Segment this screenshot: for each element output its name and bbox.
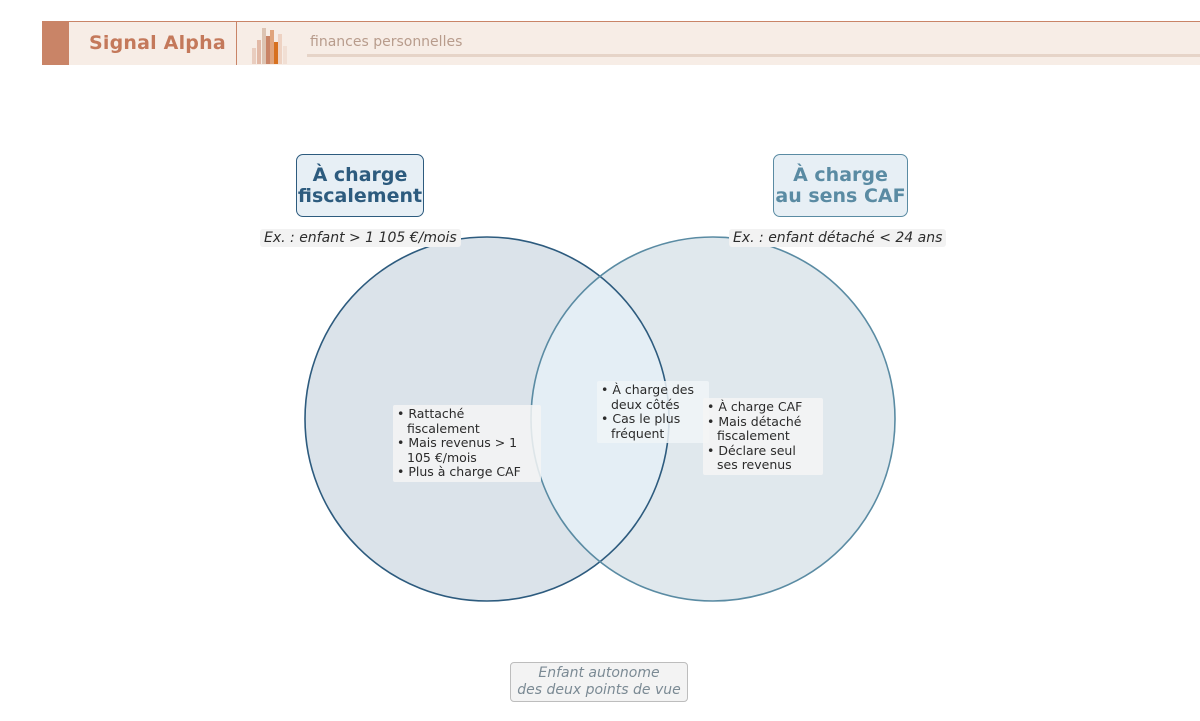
brand-name[interactable]: Signal Alpha [89,32,226,54]
outside-line1: Enfant autonome [538,665,660,681]
outside-line2: des deux points de vue [517,682,681,698]
app-header: Signal Alpha finances personnelles [42,21,1200,65]
set-b-example: Ex. : enfant détaché < 24 ans [729,229,947,247]
intersection-region [531,237,669,601]
set-b-only-list: À charge CAF Mais détaché fiscalement Dé… [703,398,823,475]
set-a-title: À charge fiscalement [296,154,424,217]
intersection-list: À charge des deux côtés Cas le plus fréq… [597,381,709,443]
list-item: Mais revenus > 1 105 €/mois [397,435,537,465]
list-item: Mais détaché fiscalement [707,414,819,444]
set-b-title: À charge au sens CAF [773,154,908,217]
list-item: À charge des deux côtés [601,382,705,412]
list-item: À charge CAF [707,399,819,415]
set-a-title-line2: fiscalement [297,185,423,207]
set-a-example: Ex. : enfant > 1 105 €/mois [260,229,461,247]
set-b-title-line1: À charge [793,164,888,186]
subtitle-rule [307,54,1200,57]
list-item: Plus à charge CAF [397,464,537,480]
outside-region-label: Enfant autonome des deux points de vue [510,662,688,702]
set-a-only-list: Rattaché fiscalement Mais revenus > 1 10… [393,405,541,482]
list-item: Déclare seul ses revenus [707,443,819,473]
list-item: Cas le plus fréquent [601,411,705,441]
set-a-title-line1: À charge [312,164,408,186]
header-subtitle: finances personnelles [310,34,463,50]
brand-swatch [42,22,69,65]
set-b-title-line2: au sens CAF [775,185,906,207]
list-item: Rattaché fiscalement [397,406,537,436]
header-divider [236,22,237,65]
bar-chart-logo-icon [252,28,287,64]
